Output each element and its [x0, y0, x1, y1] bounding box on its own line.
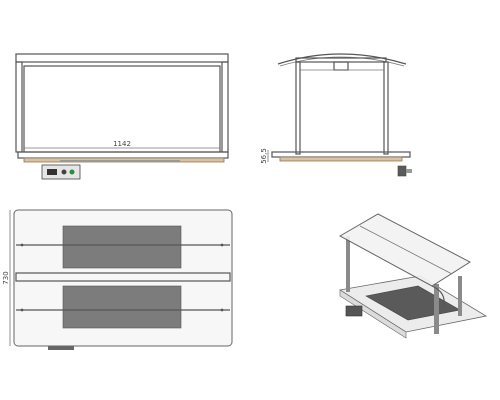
top-bolt-icon [20, 243, 24, 247]
top-bolt-icon [20, 308, 24, 312]
side-view: 56,5 [260, 53, 412, 177]
side-curved-canopy [277, 53, 407, 65]
control-knob-icon [61, 169, 67, 175]
front-top-rail [15, 53, 229, 63]
iso-post-back-right [458, 276, 462, 316]
top-bolt-icon [220, 243, 224, 247]
side-canopy-inner [279, 56, 405, 67]
iso-canopy-curve [431, 285, 445, 307]
front-width-label: 1142 [113, 140, 131, 148]
top-control-edge [48, 346, 74, 350]
control-indicator-icon [69, 169, 75, 175]
side-connector-pin [406, 169, 412, 173]
side-height-label: 56,5 [260, 148, 268, 164]
top-view: 730 [2, 209, 233, 350]
front-view: 1142 [15, 53, 229, 180]
front-left-post [15, 61, 23, 153]
iso-post-back-left [346, 236, 350, 292]
top-center-rail [15, 272, 231, 282]
iso-base-front-edge [339, 289, 407, 339]
side-left-post [295, 61, 301, 155]
control-panel [41, 164, 81, 180]
iso-post-front-right [434, 284, 439, 334]
iso-glass-canopy [338, 213, 472, 287]
front-right-post [221, 61, 229, 153]
top-dark-insert-upper [62, 225, 182, 269]
side-right-post [383, 61, 389, 155]
isometric-view [338, 213, 488, 339]
top-bolt-icon [220, 308, 224, 312]
side-connector-plug [397, 165, 407, 177]
control-display [47, 169, 57, 175]
top-dark-insert-lower [62, 285, 182, 329]
front-base-rail [17, 151, 229, 159]
side-wood-base [279, 156, 403, 162]
side-lamp-housing [333, 61, 349, 71]
iso-control-box [345, 305, 363, 317]
top-depth-label: 730 [2, 271, 10, 284]
side-base-top [271, 151, 411, 158]
iso-canopy-rail [359, 225, 453, 275]
front-base-strip [60, 160, 180, 162]
